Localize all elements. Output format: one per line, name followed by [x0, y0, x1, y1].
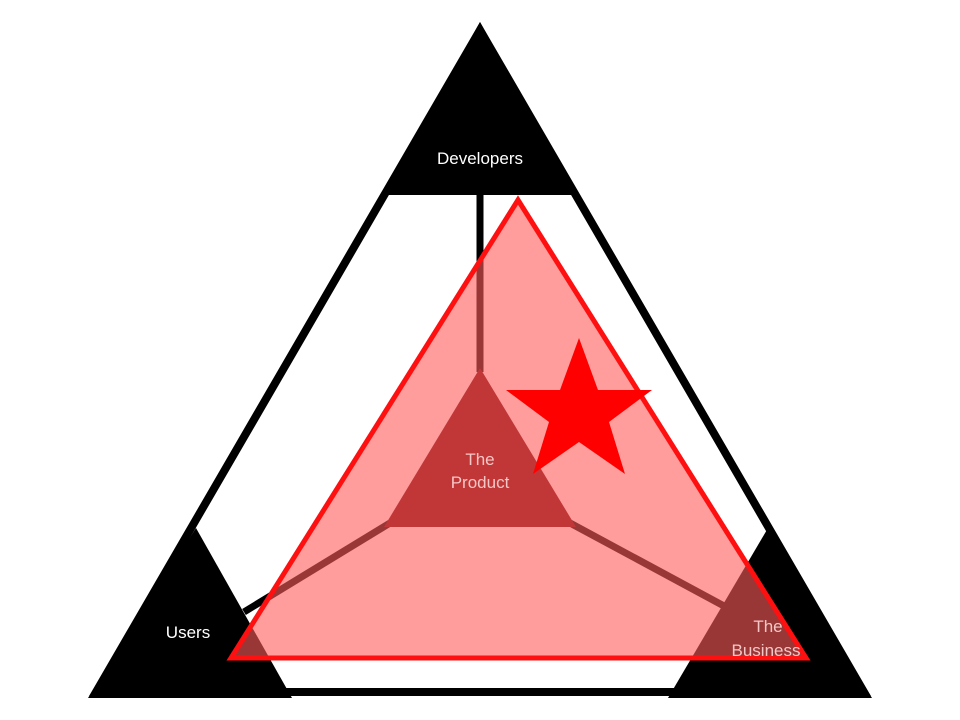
product-label-line1: The [465, 450, 494, 469]
product-label-line2: Product [451, 473, 510, 492]
users-label: Users [166, 623, 210, 642]
business-label-line2: Business [732, 641, 801, 660]
highlight-triangle [226, 195, 811, 661]
star-icon [506, 338, 652, 474]
developers-label: Developers [437, 149, 523, 168]
developers-corner [384, 22, 576, 195]
business-label-line1: The [753, 617, 782, 636]
